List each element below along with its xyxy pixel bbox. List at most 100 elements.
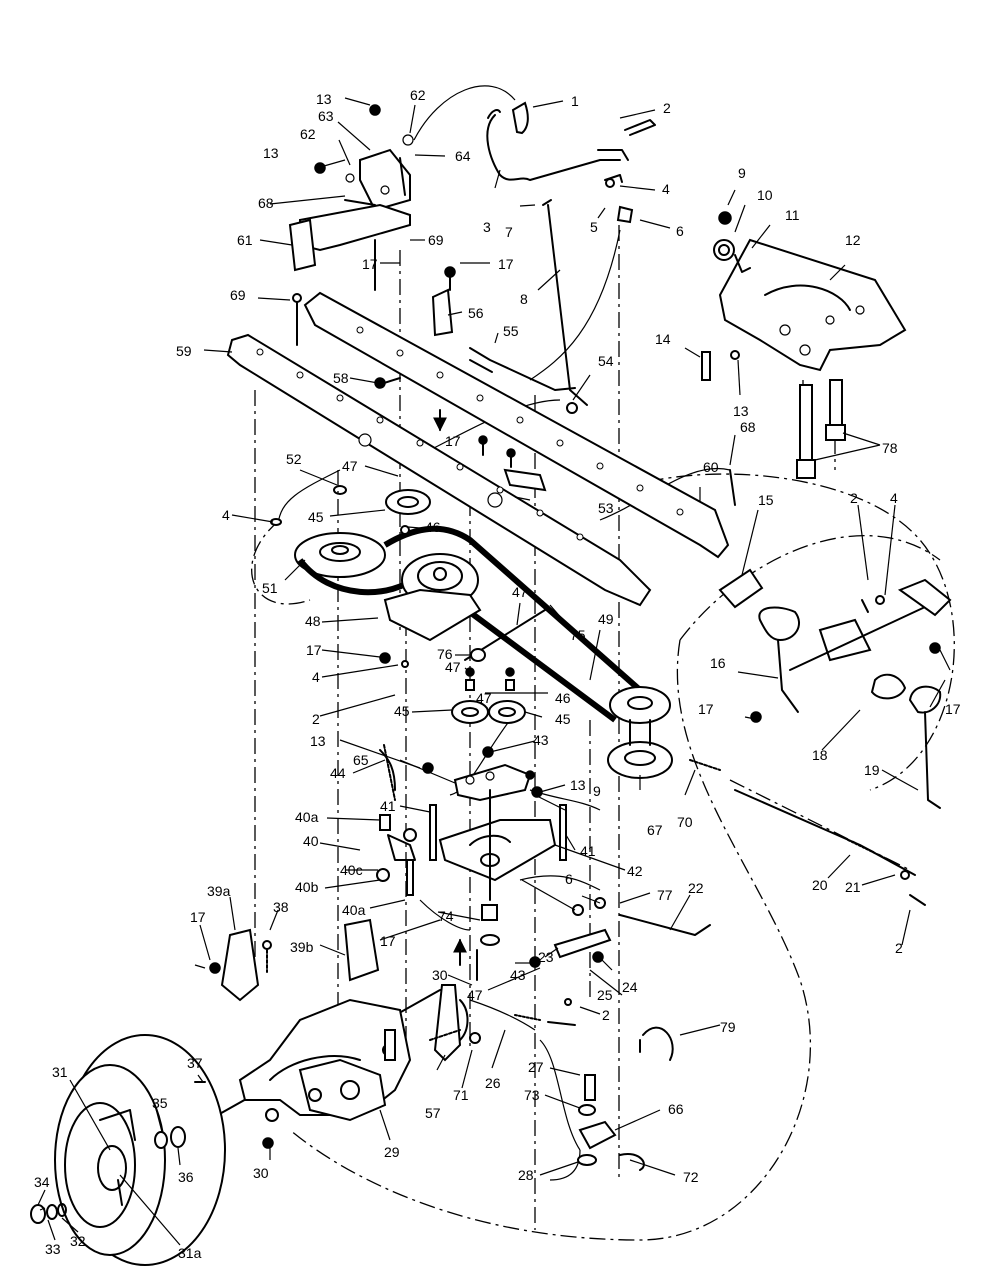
label-66: 66: [668, 1101, 684, 1117]
label-18: 18: [812, 747, 828, 763]
label-51: 51: [262, 580, 278, 596]
label-52: 52: [286, 451, 302, 467]
label-43-a: 43: [533, 732, 549, 748]
ring-18: [870, 673, 907, 700]
label-74: 74: [438, 908, 454, 924]
label-47-e: 47: [476, 690, 492, 706]
label-21: 21: [845, 879, 861, 895]
label-2-b: 2: [895, 940, 903, 956]
upper-brackets: [288, 104, 414, 346]
label-40c: 40c: [340, 862, 363, 878]
label-5: 5: [590, 219, 598, 235]
label-45-a: 45: [308, 509, 324, 525]
label-73: 73: [524, 1087, 540, 1103]
label-2-a: 2: [850, 490, 858, 506]
callout-labels: 1 2 3 4 5 6 7 8 9 10 11 12 13 13 13 13 1…: [34, 87, 961, 1261]
label-4-c: 4: [312, 669, 320, 685]
label-59: 59: [176, 343, 192, 359]
idler-assembly: [376, 609, 567, 946]
label-79: 79: [720, 1019, 736, 1035]
label-55: 55: [503, 323, 519, 339]
knob-1: [511, 101, 529, 135]
label-35: 35: [152, 1095, 168, 1111]
label-72: 72: [683, 1169, 699, 1185]
routing-curves: [277, 85, 731, 1181]
label-38: 38: [273, 899, 289, 915]
label-67: 67: [647, 822, 663, 838]
label-15: 15: [758, 492, 774, 508]
label-26: 26: [485, 1075, 501, 1091]
label-75: 75: [570, 627, 586, 643]
rear-tire: [30, 1034, 226, 1266]
label-2: 2: [663, 100, 671, 116]
label-29: 29: [384, 1144, 400, 1160]
label-62-b: 62: [300, 126, 316, 142]
label-13-c: 13: [733, 403, 749, 419]
label-43-b: 43: [510, 967, 526, 983]
label-1: 1: [571, 93, 579, 109]
label-33: 33: [45, 1241, 61, 1257]
label-20: 20: [812, 877, 828, 893]
label-68-b: 68: [740, 419, 756, 435]
label-16: 16: [710, 655, 726, 671]
label-4: 4: [662, 181, 670, 197]
label-41-a: 41: [380, 798, 396, 814]
label-32: 32: [70, 1233, 86, 1249]
shift-lever-assembly: [486, 101, 656, 406]
label-17-h: 17: [190, 909, 206, 925]
label-41-b: 41: [580, 843, 596, 859]
label-65: 65: [353, 752, 369, 768]
label-47-d: 47: [467, 987, 483, 1003]
label-6-b: 6: [565, 871, 573, 887]
left-rail-59: [226, 333, 652, 607]
label-30-b: 30: [432, 967, 448, 983]
label-13-e: 13: [570, 777, 586, 793]
label-61: 61: [237, 232, 253, 248]
label-8: 8: [520, 291, 528, 307]
label-44: 44: [330, 765, 346, 781]
brake-pedal-assembly: [718, 568, 952, 809]
swivel-6: [616, 205, 634, 224]
label-17-g: 17: [380, 933, 396, 949]
misc-fasteners: [270, 266, 736, 981]
label-13-d: 13: [310, 733, 326, 749]
label-31: 31: [52, 1064, 68, 1080]
label-19: 19: [864, 762, 880, 778]
label-24: 24: [622, 979, 638, 995]
label-17-a: 17: [362, 256, 378, 272]
label-77: 77: [657, 887, 673, 903]
label-71: 71: [453, 1087, 469, 1103]
label-64: 64: [455, 148, 471, 164]
label-40: 40: [303, 833, 319, 849]
label-62-a: 62: [410, 87, 426, 103]
label-11: 11: [785, 207, 800, 223]
label-48: 48: [305, 613, 321, 629]
label-31a: 31a: [178, 1245, 202, 1261]
label-13-b: 13: [263, 145, 279, 161]
label-17-e: 17: [698, 701, 714, 717]
label-37: 37: [187, 1055, 203, 1071]
label-9: 9: [593, 783, 601, 799]
label-63: 63: [318, 108, 334, 124]
label-34: 34: [34, 1174, 50, 1190]
label-17-b: 17: [498, 256, 514, 272]
transaxle: [199, 989, 441, 1126]
label-6: 6: [676, 223, 684, 239]
belt-drive: [294, 489, 673, 779]
label-68-a: 68: [258, 195, 274, 211]
label-22: 22: [688, 880, 704, 896]
label-27: 27: [528, 1059, 544, 1075]
label-78: 78: [882, 440, 898, 456]
label-39a: 39a: [207, 883, 231, 899]
label-47-a: 47: [342, 458, 358, 474]
label-10: 10: [757, 187, 773, 203]
lower-brackets: [209, 918, 674, 1171]
label-30-a: 30: [253, 1165, 269, 1181]
label-17-f: 17: [945, 701, 961, 717]
label-28: 28: [518, 1167, 534, 1183]
label-58: 58: [333, 370, 349, 386]
label-76: 76: [437, 646, 453, 662]
label-2-c: 2: [602, 1007, 610, 1023]
label-12: 12: [845, 232, 861, 248]
